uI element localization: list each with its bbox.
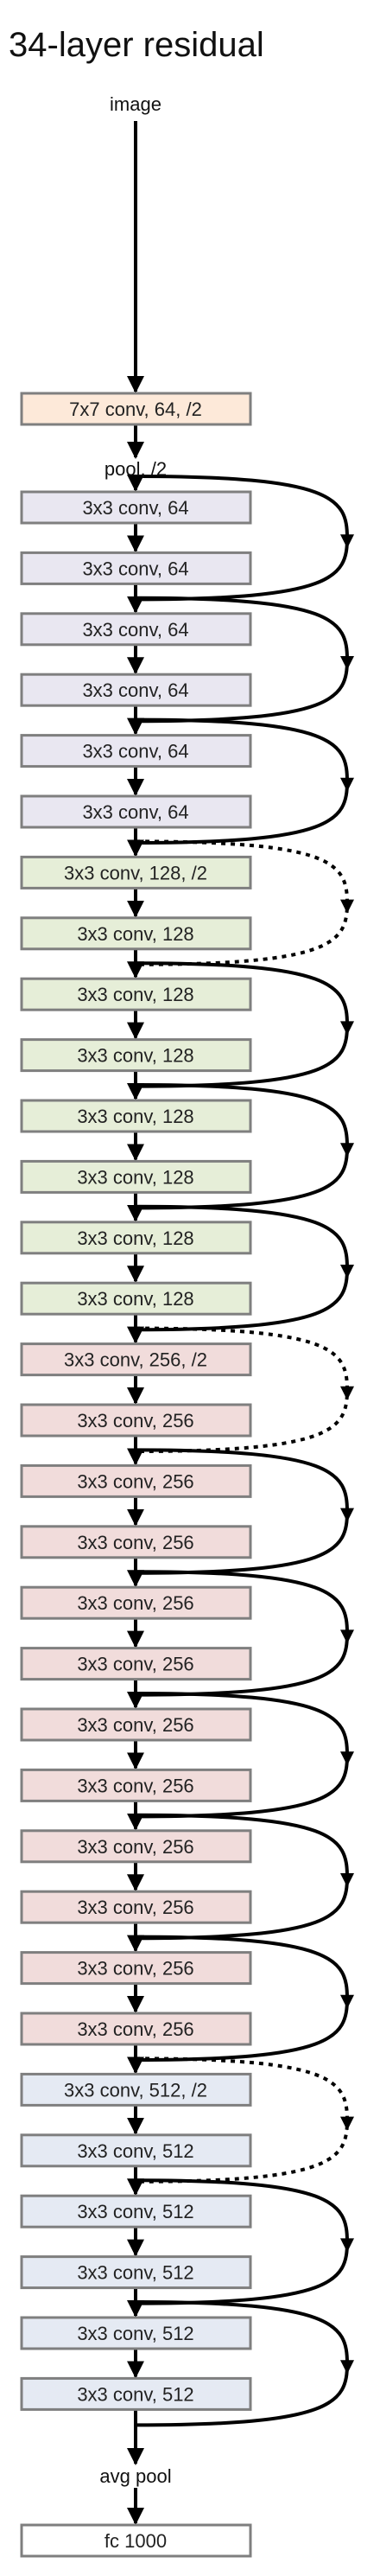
conv-layer-box <box>20 2012 252 2046</box>
conv-layer-box-label: 3x3 conv, 256 <box>77 1654 193 1675</box>
conv-layer-box <box>20 916 252 951</box>
shortcut-arrowhead <box>340 1994 354 2009</box>
conv-layer-box-label: 3x3 conv, 256 <box>77 1532 193 1553</box>
conv-layer-box-label: 3x3 conv, 128 <box>77 1227 193 1249</box>
conv-layer-box <box>20 2376 252 2411</box>
conv-layer-box <box>20 673 252 707</box>
conv-layer-box-label: 3x3 conv, 512 <box>77 2140 193 2162</box>
conv-layer-box-label: 3x3 conv, 128 <box>77 1045 193 1067</box>
input-label: image <box>110 93 162 115</box>
conv-layer-box <box>20 794 252 829</box>
conv-layer-box <box>20 1221 252 1255</box>
conv-layer-box-label: 3x3 conv, 128 <box>77 1166 193 1188</box>
conv-layer-box-label: 3x3 conv, 512 <box>77 2323 193 2344</box>
fc-box <box>20 2523 252 2558</box>
conv-layer-box-label: 3x3 conv, 128 <box>77 1106 193 1127</box>
shortcut-arrowhead <box>340 2116 354 2131</box>
shortcut-arrowhead <box>340 1265 354 1278</box>
conv-layer-box <box>20 855 252 889</box>
stem-conv-box <box>20 392 252 426</box>
conv-layer-box-label: 3x3 conv, 128 <box>77 984 193 1005</box>
conv-layer-box-label: 3x3 conv, 64 <box>82 801 188 823</box>
conv-layer-box-label: 3x3 conv, 256 <box>77 1836 193 1858</box>
conv-layer-box <box>20 1281 252 1316</box>
conv-layer-box-label: 3x3 conv, 256 <box>77 1592 193 1614</box>
conv-layer-box-label: 3x3 conv, 512, /2 <box>64 2079 207 2101</box>
layer-stack: 7x7 conv, 64, /2 3x3 conv, 64 3x3 conv, 64… <box>20 392 252 2558</box>
conv-layer-box-label: 3x3 conv, 128 <box>77 923 193 945</box>
shortcut-arrowhead <box>340 1143 354 1157</box>
stem-conv-box-label: 7x7 conv, 64, /2 <box>69 399 202 420</box>
conv-layer-box <box>20 1768 252 1802</box>
conv-layer-box-label: 3x3 conv, 512 <box>77 2383 193 2405</box>
diagram-title: 34-layer residual <box>9 26 264 64</box>
shortcut-arrowhead <box>340 2238 354 2253</box>
conv-layer-box-label: 3x3 conv, 64 <box>82 619 188 641</box>
conv-layer-box-label: 3x3 conv, 256 <box>77 1897 193 1918</box>
conv-layer-box <box>20 2255 252 2290</box>
conv-layer-box-label: 3x3 conv, 512 <box>77 2262 193 2284</box>
conv-layer-box <box>20 2316 252 2350</box>
conv-layer-box <box>20 1829 252 1864</box>
shortcut-arrowhead <box>340 777 354 792</box>
conv-layer-box <box>20 551 252 585</box>
conv-layer-box <box>20 1342 252 1377</box>
avgpool-label: avg pool <box>99 2465 171 2487</box>
conv-layer-box-label: 3x3 conv, 256 <box>77 1470 193 1492</box>
conv-layer-box <box>20 1707 252 1742</box>
conv-layer-box <box>20 1647 252 1681</box>
conv-layer-box-label: 3x3 conv, 64 <box>82 741 188 762</box>
conv-layer-box <box>20 734 252 768</box>
conv-layer-box <box>20 2194 252 2228</box>
conv-layer-box <box>20 1585 252 1620</box>
shortcut-arrowhead <box>340 1873 354 1887</box>
shortcut-arrowhead <box>340 1751 354 1766</box>
conv-layer-box-label: 3x3 conv, 64 <box>82 497 188 519</box>
conv-layer-box <box>20 1951 252 1986</box>
shortcut-arrowhead <box>340 899 354 914</box>
conv-layer-box-label: 3x3 conv, 256 <box>77 1714 193 1736</box>
conv-layer-box-label: 3x3 conv, 64 <box>82 679 188 701</box>
shortcut-arrowhead <box>340 656 354 670</box>
conv-layer-box-label: 3x3 conv, 256 <box>77 1410 193 1431</box>
conv-layer-box <box>20 977 252 1011</box>
shortcut-arrowhead <box>340 1021 354 1036</box>
conv-layer-box <box>20 2072 252 2107</box>
shortcut-arrowhead <box>340 1386 354 1400</box>
pool-label: pool, /2 <box>104 458 167 480</box>
conv-layer-box <box>20 1890 252 1924</box>
conv-layer-box <box>20 1525 252 1559</box>
conv-layer-box-label: 3x3 conv, 512 <box>77 2201 193 2222</box>
conv-layer-box-label: 3x3 conv, 64 <box>82 558 188 579</box>
conv-layer-box-label: 3x3 conv, 256, /2 <box>64 1349 207 1371</box>
conv-layer-box-label: 3x3 conv, 128, /2 <box>64 862 207 883</box>
conv-layer-box <box>20 1038 252 1073</box>
conv-layer-box-label: 3x3 conv, 256 <box>77 1775 193 1796</box>
shortcut-arrowhead <box>340 1629 354 1644</box>
conv-layer-box-label: 3x3 conv, 256 <box>77 1958 193 1980</box>
fc-box-label: fc 1000 <box>104 2530 167 2552</box>
conv-layer-box-label: 3x3 conv, 128 <box>77 1288 193 1310</box>
conv-layer-box-label: 3x3 conv, 256 <box>77 2018 193 2040</box>
conv-layer-box <box>20 2133 252 2168</box>
conv-layer-box <box>20 1463 252 1498</box>
conv-layer-box <box>20 1099 252 1133</box>
shortcut-arrowhead <box>340 534 354 549</box>
shortcut-arrowhead <box>340 2360 354 2375</box>
shortcut-connections <box>135 475 354 2427</box>
conv-layer-box <box>20 490 252 525</box>
shortcut-arrowhead <box>340 1508 354 1522</box>
conv-layer-box <box>20 612 252 647</box>
conv-layer-box <box>20 1403 252 1438</box>
conv-layer-box <box>20 1159 252 1194</box>
